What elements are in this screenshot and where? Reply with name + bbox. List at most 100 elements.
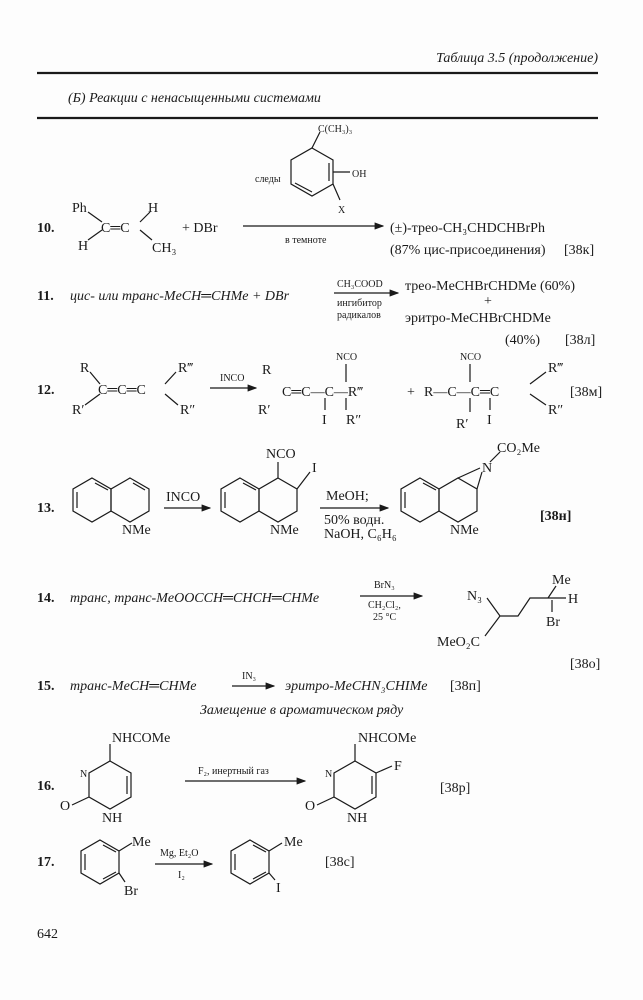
text-label: 50% водн. [324, 513, 384, 528]
text-label: I [487, 413, 492, 428]
text-label: O [60, 799, 70, 814]
product: (±)-трео-CH₃CHDCHBrPh [390, 221, 545, 236]
atom-label: Ph [72, 201, 87, 216]
reaction-13: 13. NMe INCO NCO I NMe MeOH; 50% водн. N… [37, 441, 571, 542]
bond-line [438, 477, 478, 523]
reference: [38о] [570, 657, 600, 672]
reaction-14: 14. транс, транс-MeOOCCH═CHCH═CHMe BrN₃ … [37, 573, 600, 672]
reaction-number: 13. [37, 501, 55, 516]
bond-line [71, 744, 128, 806]
bond-line [400, 477, 440, 523]
bond-line [224, 462, 311, 508]
substituent: X [338, 205, 346, 216]
text-label: NMe [122, 523, 151, 538]
text-label: R″ [180, 403, 195, 418]
reactant: транс-MeCH═CHMe [70, 679, 197, 694]
text-label: F₂, инертный газ [198, 766, 269, 777]
substituent: C(CH₃)₃ [318, 124, 352, 135]
bond-line [220, 477, 260, 523]
condition: в темноте [285, 235, 327, 246]
catalyst-label: следы [255, 174, 281, 185]
text-label: R′ [72, 403, 84, 418]
atom-label: CH₃ [152, 241, 176, 256]
double-bond: C═C [101, 221, 130, 236]
bond-line [324, 364, 347, 410]
reactant: цис- или транс-MeCH═CHMe + DBr [70, 289, 290, 304]
reference: [38л] [565, 333, 595, 348]
text-label: CO₂Me [497, 441, 540, 456]
bond-line [84, 371, 179, 406]
text-label: NHCOMe [358, 731, 416, 746]
bond-line [234, 842, 283, 881]
condition: ингибитор [337, 298, 382, 309]
text-label: R′ [258, 403, 270, 418]
plus: + [484, 294, 492, 309]
condition: радикалов [337, 310, 381, 321]
text-label: R [262, 363, 272, 378]
text-label: F [394, 759, 402, 774]
reference: [38м] [570, 385, 602, 400]
product: эритро-MeCHN₃CHIMe [285, 679, 427, 694]
reaction-number: 12. [37, 383, 55, 398]
reference: [38с] [325, 855, 355, 870]
reference: [38р] [440, 781, 470, 796]
reaction-16: 16. NHCOMe N O NH F₂, инертный газ NHCOM… [37, 731, 470, 826]
text-label: NH [347, 811, 367, 826]
bond-line [333, 760, 377, 810]
text-label: NaOH, C₆H₆ [324, 527, 397, 542]
text-label: N₃ [467, 589, 482, 604]
text-label: N [325, 769, 332, 780]
table-title: Таблица 3.5 (продолжение) [436, 51, 598, 66]
text-label: N [80, 769, 87, 780]
text-label: C═C—C—R‴ [282, 385, 363, 400]
bond-line [230, 839, 270, 885]
text-label: R [80, 361, 90, 376]
text-label: O [305, 799, 315, 814]
text-label: I [312, 461, 317, 476]
product: трео-MeCHBrCHDMe (60%) [405, 279, 575, 294]
text-label: I [276, 881, 281, 896]
reference: [38н] [540, 509, 571, 524]
yield: (40%) [505, 333, 540, 348]
bond-line [84, 842, 133, 883]
text-label: R‴ [548, 361, 563, 376]
bond-line [88, 760, 132, 810]
aromatic-heading: Замещение в ароматическом ряду [200, 703, 404, 718]
text-label: R″ [346, 413, 361, 428]
reaction-number: 10. [37, 221, 55, 236]
text-label: CH₂Cl₂, [368, 600, 401, 611]
bond-line [80, 839, 120, 885]
text-label: IN₃ [242, 671, 256, 682]
reagent: INCO [220, 373, 244, 384]
text-label: Br [124, 884, 138, 899]
text-label: R″ [548, 403, 563, 418]
bond-line [87, 211, 153, 241]
text-label: NCO [336, 352, 357, 363]
text-label: Me [552, 573, 571, 588]
bond-line [311, 131, 350, 201]
bond-line [316, 744, 393, 806]
text-label: Mg, Et₂O [160, 848, 199, 859]
atom-label: H [78, 239, 88, 254]
text-label: MeOH; [326, 489, 369, 504]
reference: [38к] [564, 243, 594, 258]
text-label: H [568, 592, 578, 607]
bond-line [294, 163, 330, 193]
text-label: NHCOMe [112, 731, 170, 746]
reaction-17: 17. Me Br Mg, Et₂O I₂ Me I [38с] [37, 835, 355, 899]
text-label: Me [132, 835, 151, 850]
reagent: CH₃COOD [337, 279, 383, 290]
reaction-number: 16. [37, 779, 55, 794]
text-label: BrN₃ [374, 580, 395, 591]
page-number: 642 [37, 927, 58, 942]
bond-line [404, 451, 501, 508]
text-label: I [322, 413, 327, 428]
reactant: транс, транс-MeOOCCH═CHCH═CHMe [70, 591, 319, 606]
bond-line [72, 477, 112, 523]
plus: + [407, 385, 415, 400]
text-label: Me [284, 835, 303, 850]
text-label: NCO [266, 447, 296, 462]
substituent: OH [352, 169, 366, 180]
